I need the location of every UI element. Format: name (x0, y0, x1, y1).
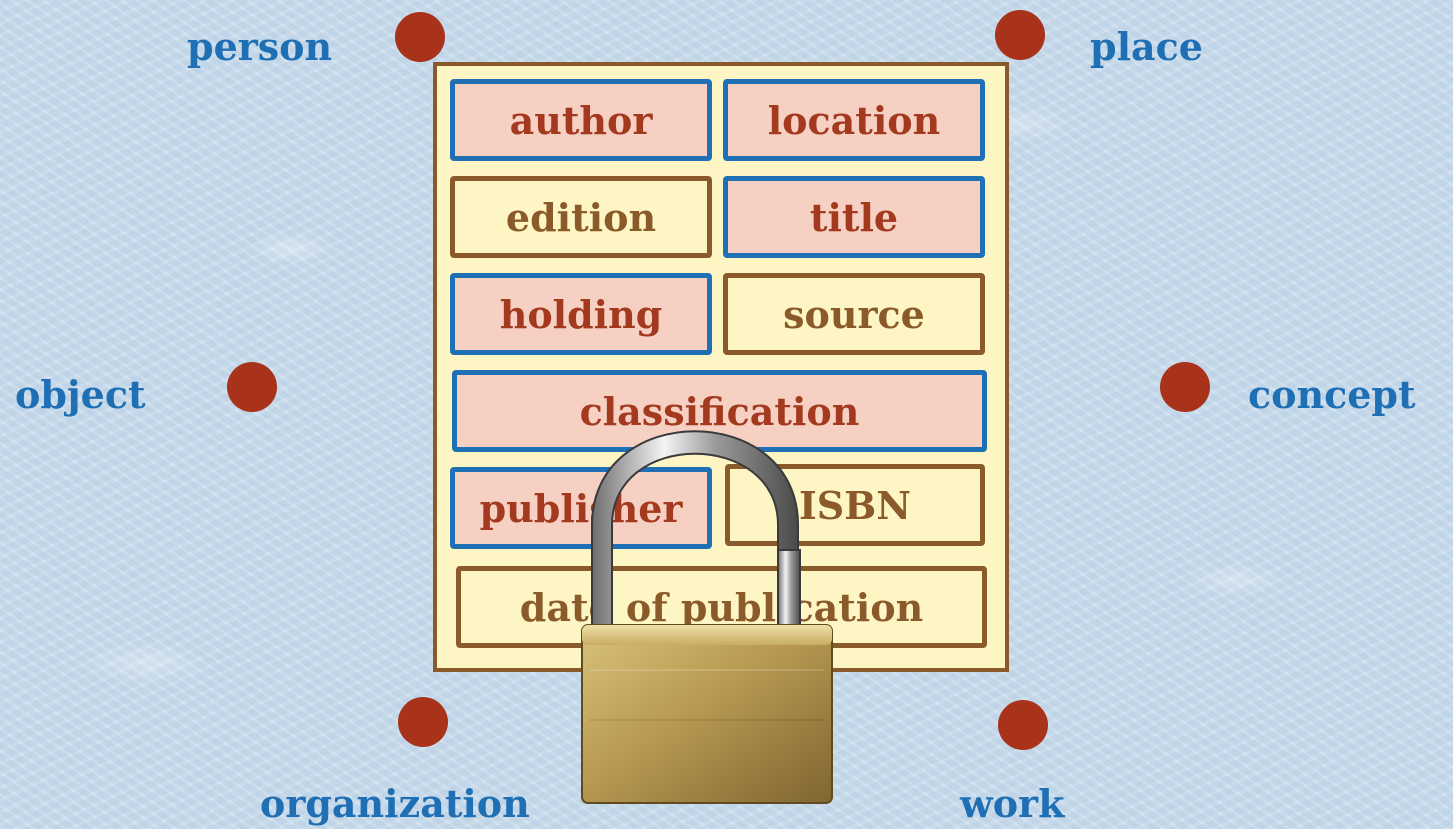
field-edition-label: edition (505, 194, 657, 240)
entity-label-organization: organization (260, 781, 530, 826)
field-source-label: source (783, 291, 925, 337)
entity-dot-organization (398, 697, 448, 747)
entity-label-place: place (1090, 24, 1203, 69)
entity-dot-object (227, 362, 277, 412)
entity-dot-work (998, 700, 1048, 750)
entity-label-person: person (187, 24, 333, 69)
field-location-label: location (767, 97, 941, 143)
field-date-of-publication-label: date of publication (519, 584, 924, 630)
field-author: author (450, 79, 712, 161)
field-location: location (723, 79, 985, 161)
field-source: source (723, 273, 985, 355)
field-title-label: title (809, 194, 899, 240)
field-author-label: author (509, 97, 653, 143)
field-publisher-label: publisher (479, 485, 683, 531)
field-holding: holding (450, 273, 712, 355)
field-title: title (723, 176, 985, 258)
entity-dot-place (995, 10, 1045, 60)
field-classification-label: classification (579, 388, 860, 434)
entity-dot-concept (1160, 362, 1210, 412)
field-isbn-label: ISBN (798, 482, 912, 528)
padlock-icon (581, 430, 833, 804)
field-edition: edition (450, 176, 712, 258)
entity-label-object: object (15, 372, 146, 417)
entity-dot-person (395, 12, 445, 62)
entity-label-concept: concept (1248, 372, 1416, 417)
field-holding-label: holding (499, 291, 663, 337)
field-publisher: publisher (450, 467, 712, 549)
entity-label-work: work (960, 781, 1065, 826)
record-card: author location edition title holding so… (433, 62, 1009, 672)
